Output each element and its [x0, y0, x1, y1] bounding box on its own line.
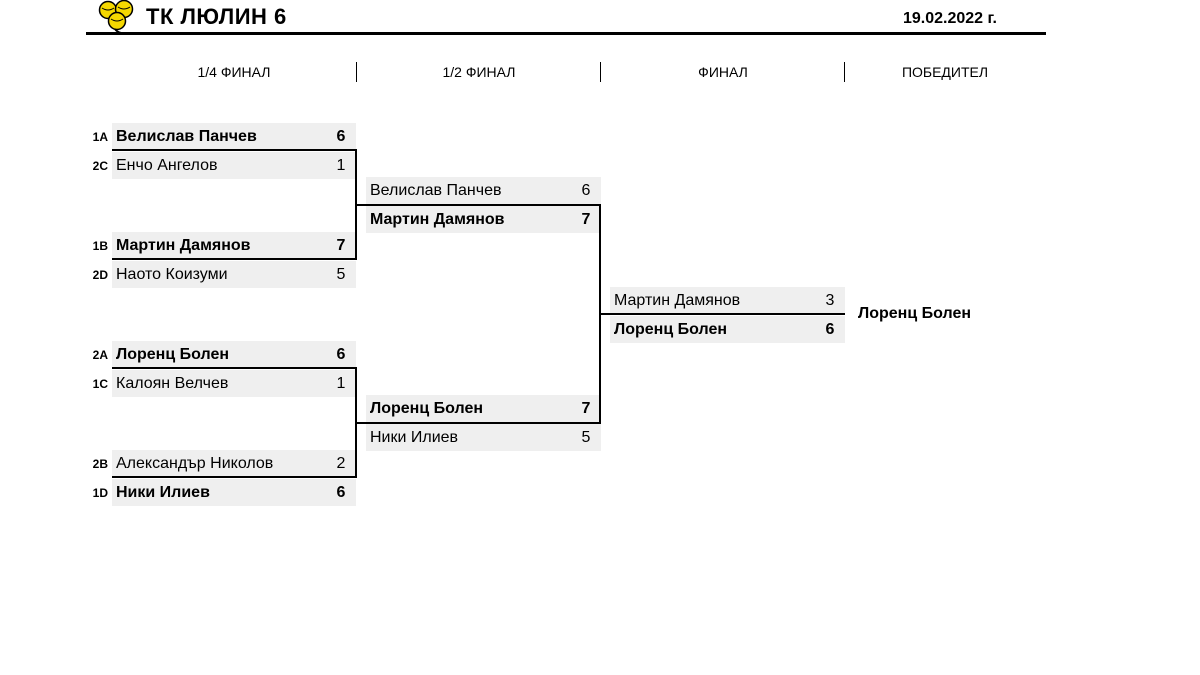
header-divider [86, 32, 1046, 35]
seed-label: 2D [92, 268, 108, 282]
bracket-slot: Ники Илиев 6 [112, 479, 356, 506]
player-name: Велислав Панчев [370, 181, 502, 199]
player-score: 5 [336, 265, 346, 283]
player-score: 6 [825, 320, 835, 338]
bracket-connector [112, 367, 357, 369]
player-score: 7 [581, 399, 591, 417]
bracket-connector [112, 258, 357, 260]
bracket-slot: Велислав Панчев 6 [112, 123, 356, 150]
player-name: Мартин Дамянов [370, 210, 505, 228]
bracket-connector [355, 204, 357, 260]
player-name: Мартин Дамянов [116, 236, 251, 254]
player-score: 3 [825, 291, 835, 309]
bracket-slot: Калоян Велчев 1 [112, 370, 356, 397]
player-name: Лоренц Болен [116, 345, 230, 363]
player-name: Лоренц Болен [370, 399, 484, 417]
bracket-slot: Мартин Дамянов 7 [366, 206, 601, 233]
bracket-connector [355, 367, 357, 424]
bracket-slot: Мартин Дамянов 3 [610, 287, 845, 314]
tournament-winner: Лоренц Болен [858, 305, 972, 322]
bracket-connector [599, 314, 601, 424]
tournament-date: 19.02.2022 г. [902, 10, 997, 27]
round-separator [844, 62, 845, 82]
player-name: Енчо Ангелов [116, 156, 218, 174]
bracket-slot: Мартин Дамянов 7 [112, 232, 356, 259]
bracket-connector [355, 422, 357, 478]
bracket-slot: Лоренц Болен 7 [366, 395, 601, 422]
round-label-semifinal: 1/2 ФИНАЛ [442, 64, 516, 80]
seed-label: 1C [92, 377, 108, 391]
bracket-slot: Енчо Ангелов 1 [112, 152, 356, 179]
player-name: Ники Илиев [370, 428, 459, 446]
player-name: Наото Коизуми [116, 265, 228, 283]
bracket-connector [112, 476, 357, 478]
seed-label: 1D [92, 486, 108, 500]
player-score: 6 [336, 345, 346, 363]
seed-label: 1B [92, 239, 108, 253]
player-score: 2 [336, 454, 346, 472]
player-score: 1 [336, 156, 346, 174]
round-label-final: ФИНАЛ [698, 64, 748, 80]
player-score: 7 [581, 210, 591, 228]
player-score: 6 [336, 127, 346, 145]
seed-label: 1A [92, 130, 108, 144]
bracket-slot: Лоренц Болен 6 [112, 341, 356, 368]
seed-label: 2C [92, 159, 108, 173]
bracket-connector [356, 204, 601, 206]
round-separator [600, 62, 601, 82]
round-label-winner: ПОБЕДИТЕЛ [901, 64, 989, 80]
seed-label: 2B [92, 457, 108, 471]
bracket-slot: Наото Коизуми 5 [112, 261, 356, 288]
player-score: 5 [581, 428, 591, 446]
tennis-balls-logo-icon [98, 0, 134, 34]
bracket-slot: Велислав Панчев 6 [366, 177, 601, 204]
bracket-connector [600, 313, 845, 315]
bracket-connector [599, 204, 601, 314]
round-separator [356, 62, 357, 82]
round-label-quarterfinal: 1/4 ФИНАЛ [197, 64, 271, 80]
bracket-connector [112, 149, 357, 151]
seed-label: 2A [92, 348, 108, 362]
bracket-connector [356, 422, 601, 424]
bracket-slot: Александър Николов 2 [112, 450, 356, 477]
bracket-slot: Лоренц Болен 6 [610, 316, 845, 343]
player-name: Велислав Панчев [116, 127, 257, 145]
player-name: Лоренц Болен [614, 320, 728, 338]
bracket-slot: Ники Илиев 5 [366, 424, 601, 451]
player-name: Калоян Велчев [116, 374, 229, 392]
club-title: ТК ЛЮЛИН 6 [146, 4, 287, 29]
player-score: 6 [336, 483, 346, 501]
player-score: 7 [336, 236, 346, 254]
player-score: 6 [581, 181, 591, 199]
player-name: Ники Илиев [116, 483, 210, 501]
player-score: 1 [336, 374, 346, 392]
bracket-connector [355, 149, 357, 206]
player-name: Мартин Дамянов [614, 291, 741, 309]
player-name: Александър Николов [116, 454, 274, 472]
